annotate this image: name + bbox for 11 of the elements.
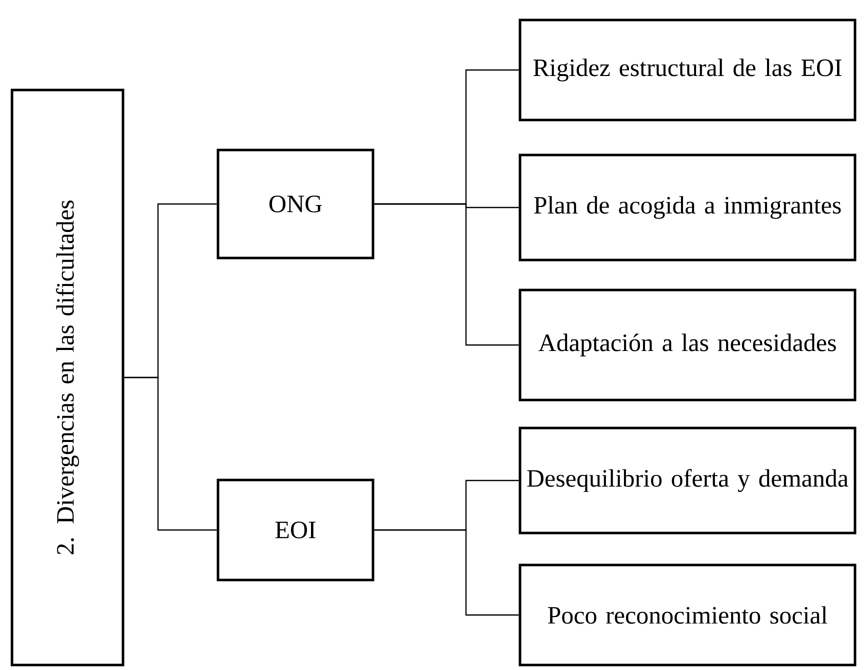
connector [374,203,519,346]
connector [124,376,217,531]
category-box: ONG [216,148,374,260]
item-box: Plan de acogida a inmigrantes [518,154,856,262]
item-box: Adaptación a las necesidades [518,288,856,402]
item-box: Poco reconocimiento social [518,564,856,666]
category-box: EOI [216,478,374,582]
connector [374,529,519,616]
heading-box: 2. Divergencias en las dificultades [10,88,124,666]
item-box: Desequilibrio oferta y demanda [518,426,856,534]
item-box: Rigidez estructural de las EOI [518,18,856,122]
